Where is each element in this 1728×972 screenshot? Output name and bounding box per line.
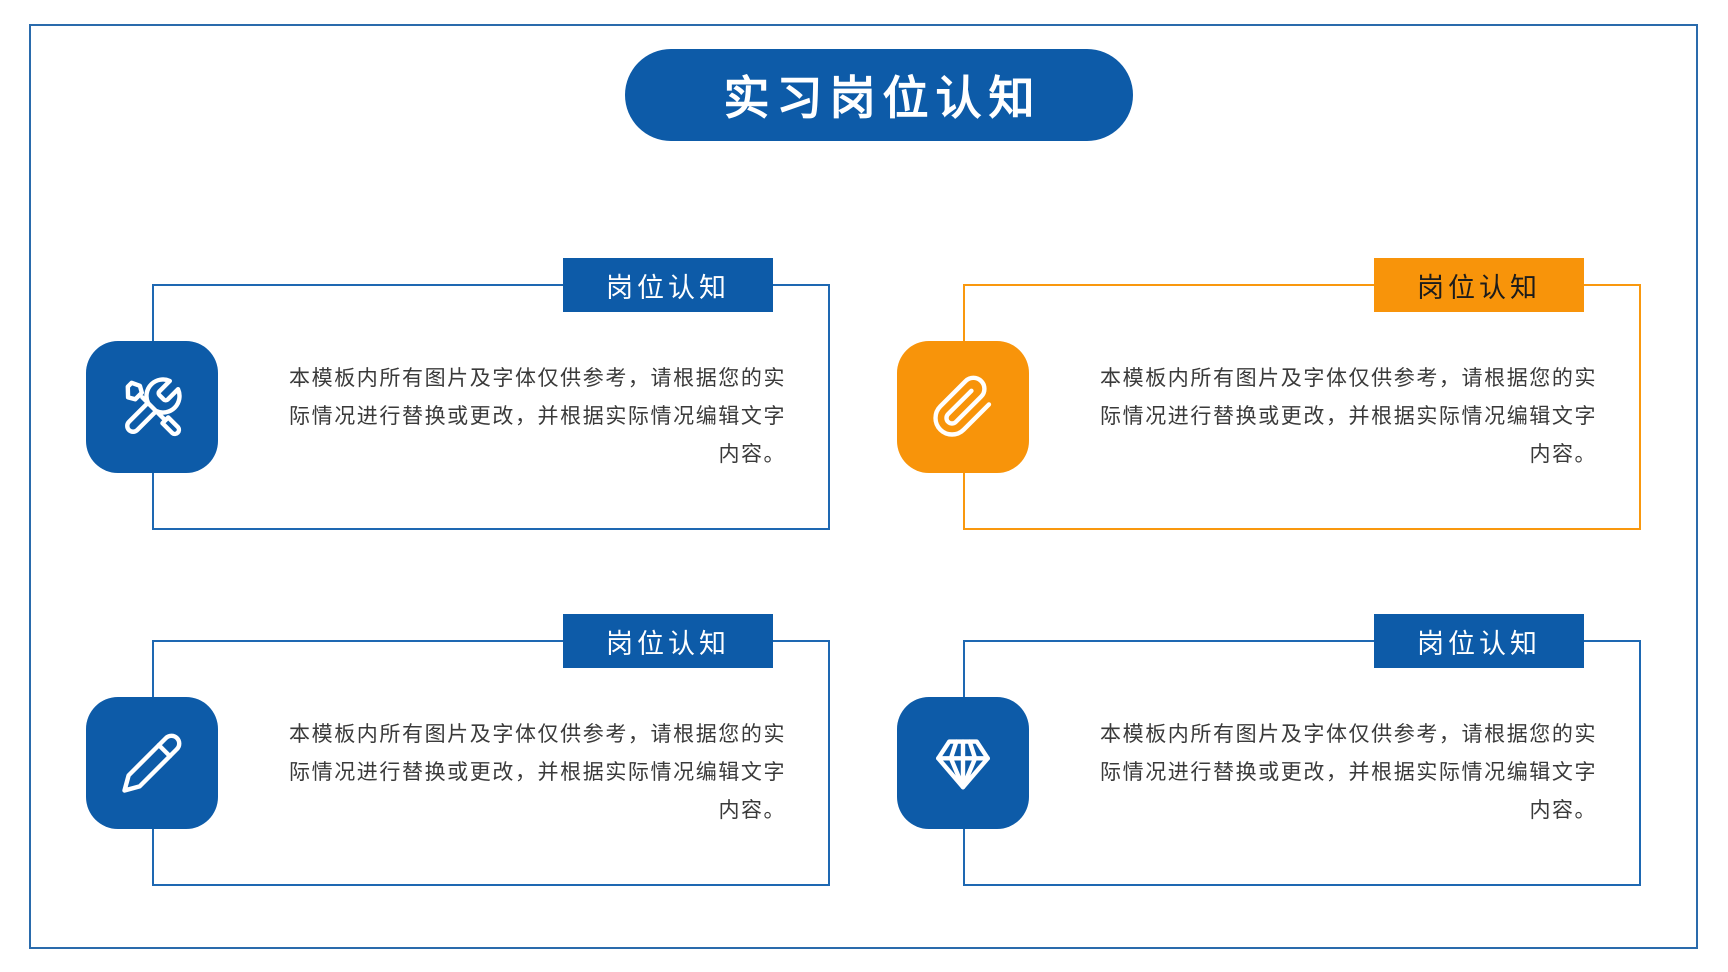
card-tab-label: 岗位认知 bbox=[1417, 628, 1541, 659]
paperclip-icon bbox=[897, 341, 1029, 473]
card-body-text: 本模板内所有图片及字体仅供参考，请根据您的实际情况进行替换或更改，并根据实际情况… bbox=[1100, 723, 1597, 822]
pencil-icon bbox=[86, 697, 218, 829]
card-tab: 岗位认知 bbox=[1374, 614, 1584, 668]
title-pill: 实习岗位认知 bbox=[625, 49, 1133, 141]
card-tab: 岗位认知 bbox=[1374, 258, 1584, 312]
card-tab-label: 岗位认知 bbox=[606, 272, 730, 303]
card-body-text: 本模板内所有图片及字体仅供参考，请根据您的实际情况进行替换或更改，并根据实际情况… bbox=[1100, 367, 1597, 466]
card-tab-label: 岗位认知 bbox=[1417, 272, 1541, 303]
card-tab: 岗位认知 bbox=[563, 258, 773, 312]
card-body-text: 本模板内所有图片及字体仅供参考，请根据您的实际情况进行替换或更改，并根据实际情况… bbox=[289, 723, 786, 822]
diamond-icon bbox=[897, 697, 1029, 829]
card-bottom-right: 岗位认知 本模板内所有图片及字体仅供参考，请根据您的实际情况进行替换或更改，并根… bbox=[897, 614, 1641, 886]
page-title: 实习岗位认知 bbox=[723, 72, 1042, 124]
card-top-right: 岗位认知 本模板内所有图片及字体仅供参考，请根据您的实际情况进行替换或更改，并根… bbox=[897, 258, 1641, 530]
card-body-text: 本模板内所有图片及字体仅供参考，请根据您的实际情况进行替换或更改，并根据实际情况… bbox=[289, 367, 786, 466]
card-bottom-left: 岗位认知 本模板内所有图片及字体仅供参考，请根据您的实际情况进行替换或更改，并根… bbox=[86, 614, 830, 886]
card-tab-label: 岗位认知 bbox=[606, 628, 730, 659]
slide-frame-border bbox=[29, 24, 1698, 949]
card-tab: 岗位认知 bbox=[563, 614, 773, 668]
card-top-left: 岗位认知 本模板内所有图片及字体仅供参考，请根据您的实际情况进行替换或更改，并根… bbox=[86, 258, 830, 530]
tools-icon bbox=[86, 341, 218, 473]
